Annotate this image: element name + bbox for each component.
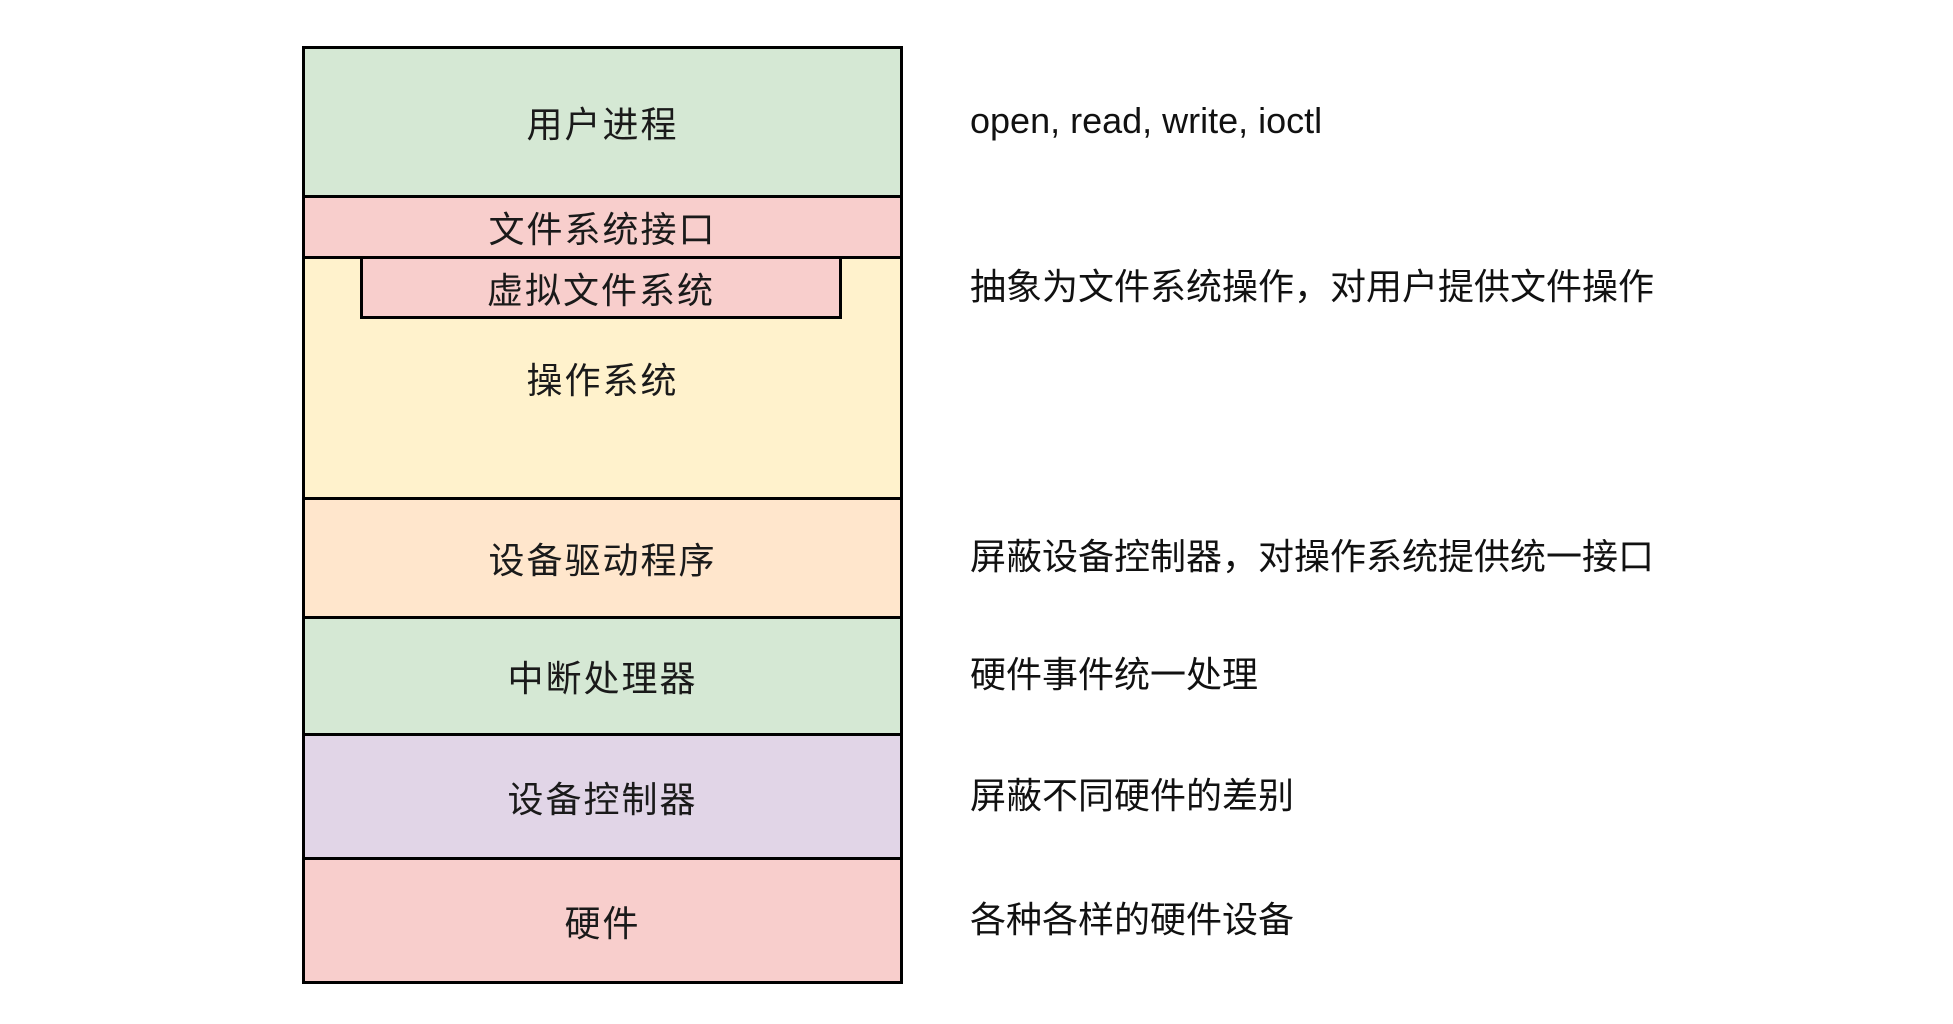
layer-device-driver-label: 设备驱动程序 xyxy=(488,540,717,581)
layer-hardware: 硬件 xyxy=(302,857,903,984)
annotation-driver-note: 屏蔽设备控制器，对操作系统提供统一接口 xyxy=(970,536,1655,577)
layer-interrupt-handler: 中断处理器 xyxy=(302,616,903,736)
layer-hardware-label: 硬件 xyxy=(564,902,641,944)
layer-user-process: 用户进程 xyxy=(302,46,903,198)
layer-virtual-file-system: 虚拟文件系统 xyxy=(360,256,842,319)
layer-fs-interface-label: 文件系统接口 xyxy=(488,209,717,250)
annotation-hardware-note: 各种各样的硬件设备 xyxy=(970,899,1295,940)
annotation-vfs-note: 抽象为文件系统操作，对用户提供文件操作 xyxy=(970,266,1655,307)
layer-fs-interface: 文件系统接口 xyxy=(302,195,903,259)
annotation-interrupt-note: 硬件事件统一处理 xyxy=(970,654,1259,695)
layer-device-controller: 设备控制器 xyxy=(302,733,903,860)
layer-interrupt-handler-label: 中断处理器 xyxy=(507,658,698,699)
layer-operating-system-label: 操作系统 xyxy=(526,360,679,401)
layer-device-driver: 设备驱动程序 xyxy=(302,497,903,619)
layer-user-process-label: 用户进程 xyxy=(526,104,679,145)
layer-device-controller-label: 设备控制器 xyxy=(507,778,698,820)
annotation-controller-note: 屏蔽不同硬件的差别 xyxy=(970,775,1295,816)
annotation-syscalls: open, read, write, ioctl xyxy=(970,100,1323,141)
layer-virtual-file-system-label: 虚拟文件系统 xyxy=(486,269,715,311)
